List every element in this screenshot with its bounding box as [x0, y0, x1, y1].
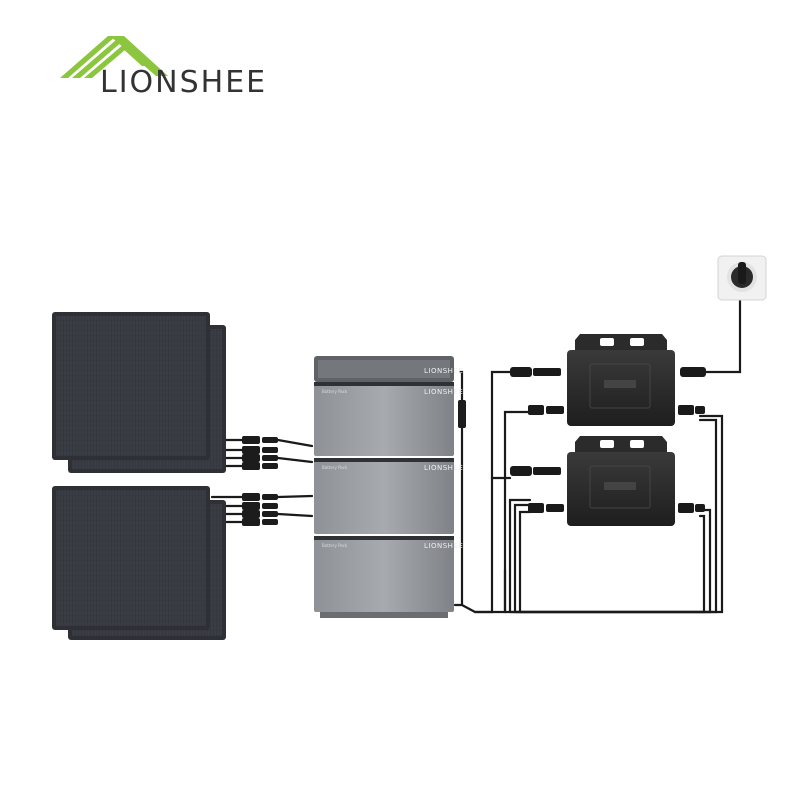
- battery-module: Battery Pack LIONSHEE: [314, 458, 463, 534]
- controller-brand: LIONSHEE: [424, 367, 463, 375]
- battery-controller: LIONSHEE: [314, 356, 463, 382]
- brand-name: LIONSHEE: [100, 65, 267, 100]
- solar-panel-array: [52, 312, 226, 640]
- module-brand: LIONSHEE: [424, 542, 463, 550]
- module-label: Battery Pack: [322, 543, 348, 548]
- brand-logo: LIONSHEE: [60, 36, 267, 100]
- battery-module: Battery Pack LIONSHEE: [314, 382, 463, 456]
- solar-panel: [52, 486, 210, 630]
- mc4-connectors: [242, 436, 278, 526]
- battery-stack: LIONSHEE Battery Pack LIONSHEE Battery P…: [314, 356, 466, 618]
- battery-output-plug: [458, 400, 466, 428]
- module-label: Battery Pack: [322, 389, 348, 394]
- wall-outlet: [717, 255, 767, 301]
- module-brand: LIONSHEE: [424, 388, 463, 396]
- solar-panel: [52, 312, 210, 460]
- module-brand: LIONSHEE: [424, 464, 463, 472]
- roof-icon: [60, 36, 168, 78]
- battery-base: [320, 612, 448, 618]
- micro-inverter: [510, 436, 705, 526]
- micro-inverter: [510, 334, 706, 426]
- battery-module: Battery Pack LIONSHEE: [314, 536, 463, 612]
- module-label: Battery Pack: [322, 465, 348, 470]
